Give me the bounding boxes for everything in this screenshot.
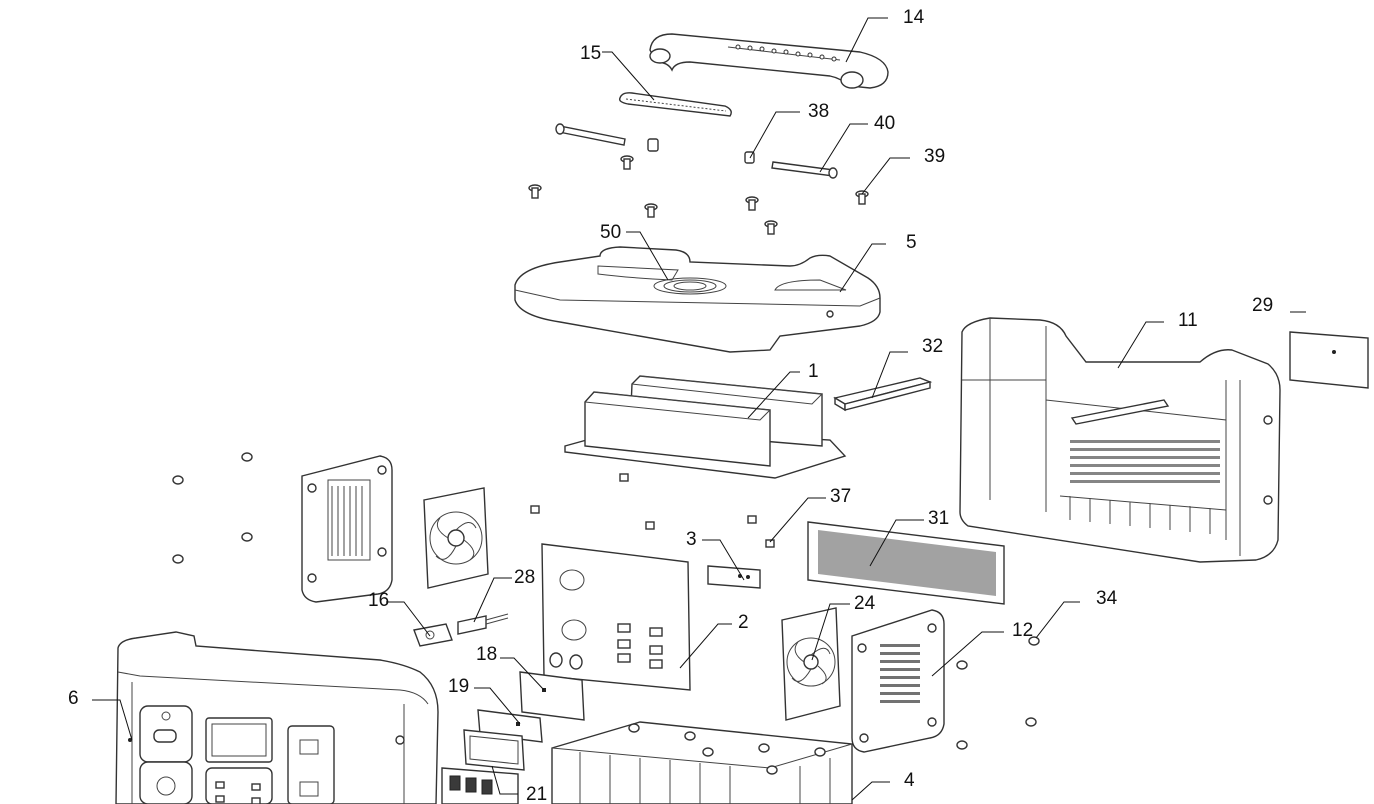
part-12-side-panel: [851, 609, 945, 753]
part-11-housing: [959, 317, 1281, 563]
callout-4: 4: [904, 770, 915, 791]
callout-38: 38: [808, 101, 829, 122]
part-18-board: [519, 671, 585, 721]
callout-15: 15: [580, 43, 601, 64]
part-6-front-housing: [115, 631, 439, 804]
part-31-grille: [807, 521, 1005, 605]
part-14-handle: [649, 33, 889, 89]
callout-11: 11: [1178, 310, 1198, 331]
part-3-small-pcb: [707, 565, 761, 589]
callout-37: 37: [830, 486, 851, 507]
part-2-main-pcb: [541, 543, 691, 691]
callout-1: 1: [808, 361, 819, 382]
part-24-fan: [781, 607, 841, 721]
callout-21: 21: [526, 784, 547, 804]
callout-2: 2: [738, 612, 749, 633]
part-37-nuts: [530, 473, 775, 548]
callout-6: 6: [68, 688, 79, 709]
part-16-connector: [413, 623, 453, 647]
callout-34: 34: [1096, 588, 1118, 609]
callout-18: 18: [476, 644, 497, 665]
left-fan: [423, 487, 489, 589]
callout-14: 14: [903, 7, 925, 28]
hardware-top: [528, 123, 869, 235]
front-switch-board: [441, 767, 519, 804]
callout-labels: 14 15 38 40 39 50 5 32 1 11 29 37 31 3 2…: [68, 7, 1273, 804]
callout-39: 39: [924, 146, 945, 167]
callout-28: 28: [514, 567, 535, 588]
callout-3: 3: [686, 529, 697, 550]
callout-32: 32: [922, 336, 943, 357]
part-15-grip-strip: [618, 92, 732, 117]
part-21-board: [463, 729, 525, 771]
part-29-label: [1289, 331, 1369, 389]
callout-40: 40: [874, 113, 895, 134]
part-1-module-block: [564, 375, 847, 479]
left-side-panel: [172, 452, 393, 603]
part-32-bar: [833, 377, 933, 412]
part-4-battery-pack: [551, 721, 853, 804]
part-5-top-cover: [514, 246, 881, 353]
part-34-screws: [956, 636, 1040, 750]
callout-16: 16: [368, 590, 389, 611]
part-28-connector: [457, 613, 509, 635]
callout-5: 5: [906, 232, 917, 253]
callout-50: 50: [600, 222, 621, 243]
callout-19: 19: [448, 676, 469, 697]
leader-lines: [92, 17, 1306, 801]
callout-31: 31: [928, 508, 949, 529]
callout-24: 24: [854, 593, 876, 614]
callout-12: 12: [1012, 620, 1033, 641]
callout-29: 29: [1252, 295, 1273, 316]
